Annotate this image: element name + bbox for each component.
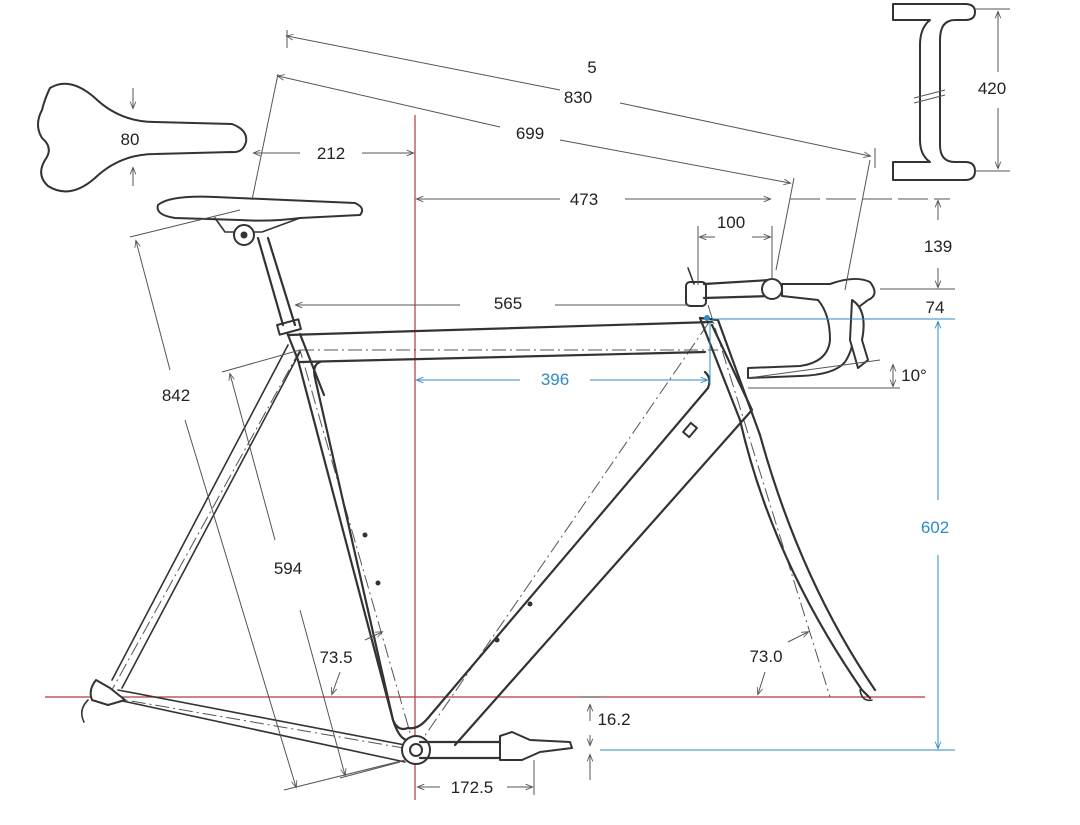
label-bb-drop: 16.2	[597, 710, 630, 729]
dimension-594	[221, 349, 401, 779]
label-top-5: 5	[587, 58, 596, 77]
dimension-100	[697, 226, 773, 285]
label-594: 594	[274, 559, 302, 578]
label-saddle-width: 80	[121, 130, 140, 149]
dimension-139	[880, 201, 955, 290]
label-842: 842	[162, 386, 190, 405]
dimension-seat-angle	[332, 632, 382, 694]
label-473: 473	[570, 190, 598, 209]
dimension-head-angle	[758, 632, 808, 694]
bike-frame	[80, 316, 877, 763]
crank-and-pedal	[401, 731, 573, 765]
saddle-and-seatpost	[156, 195, 364, 327]
label-bar-width: 420	[978, 79, 1006, 98]
label-seat-angle: 73.5	[319, 648, 352, 667]
label-830: 830	[564, 88, 592, 107]
center-lines	[107, 304, 831, 751]
label-396: 396	[541, 370, 569, 389]
handlebar-front-view	[892, 3, 1010, 181]
dimension-bb-drop	[580, 696, 600, 780]
label-crank-length: 172.5	[451, 778, 494, 797]
label-139: 139	[924, 237, 952, 256]
label-565: 565	[494, 294, 522, 313]
label-212: 212	[317, 144, 345, 163]
dimension-842	[129, 209, 406, 791]
dimension-699	[251, 73, 795, 271]
dimension-602	[600, 322, 955, 751]
label-699: 699	[516, 124, 544, 143]
dimension-crank-length	[418, 760, 535, 795]
label-head-angle: 73.0	[749, 647, 782, 666]
dimension-bar-angle	[747, 359, 900, 389]
saddle-top-view-shape	[37, 82, 248, 193]
label-bar-angle: 10°	[901, 366, 927, 385]
stem-and-handlebar	[685, 267, 876, 379]
dimension-396	[417, 322, 711, 385]
dimension-74	[704, 315, 955, 321]
label-74: 74	[926, 298, 945, 317]
dimension-830	[287, 30, 876, 291]
label-602: 602	[921, 518, 949, 537]
label-100: 100	[717, 213, 745, 232]
